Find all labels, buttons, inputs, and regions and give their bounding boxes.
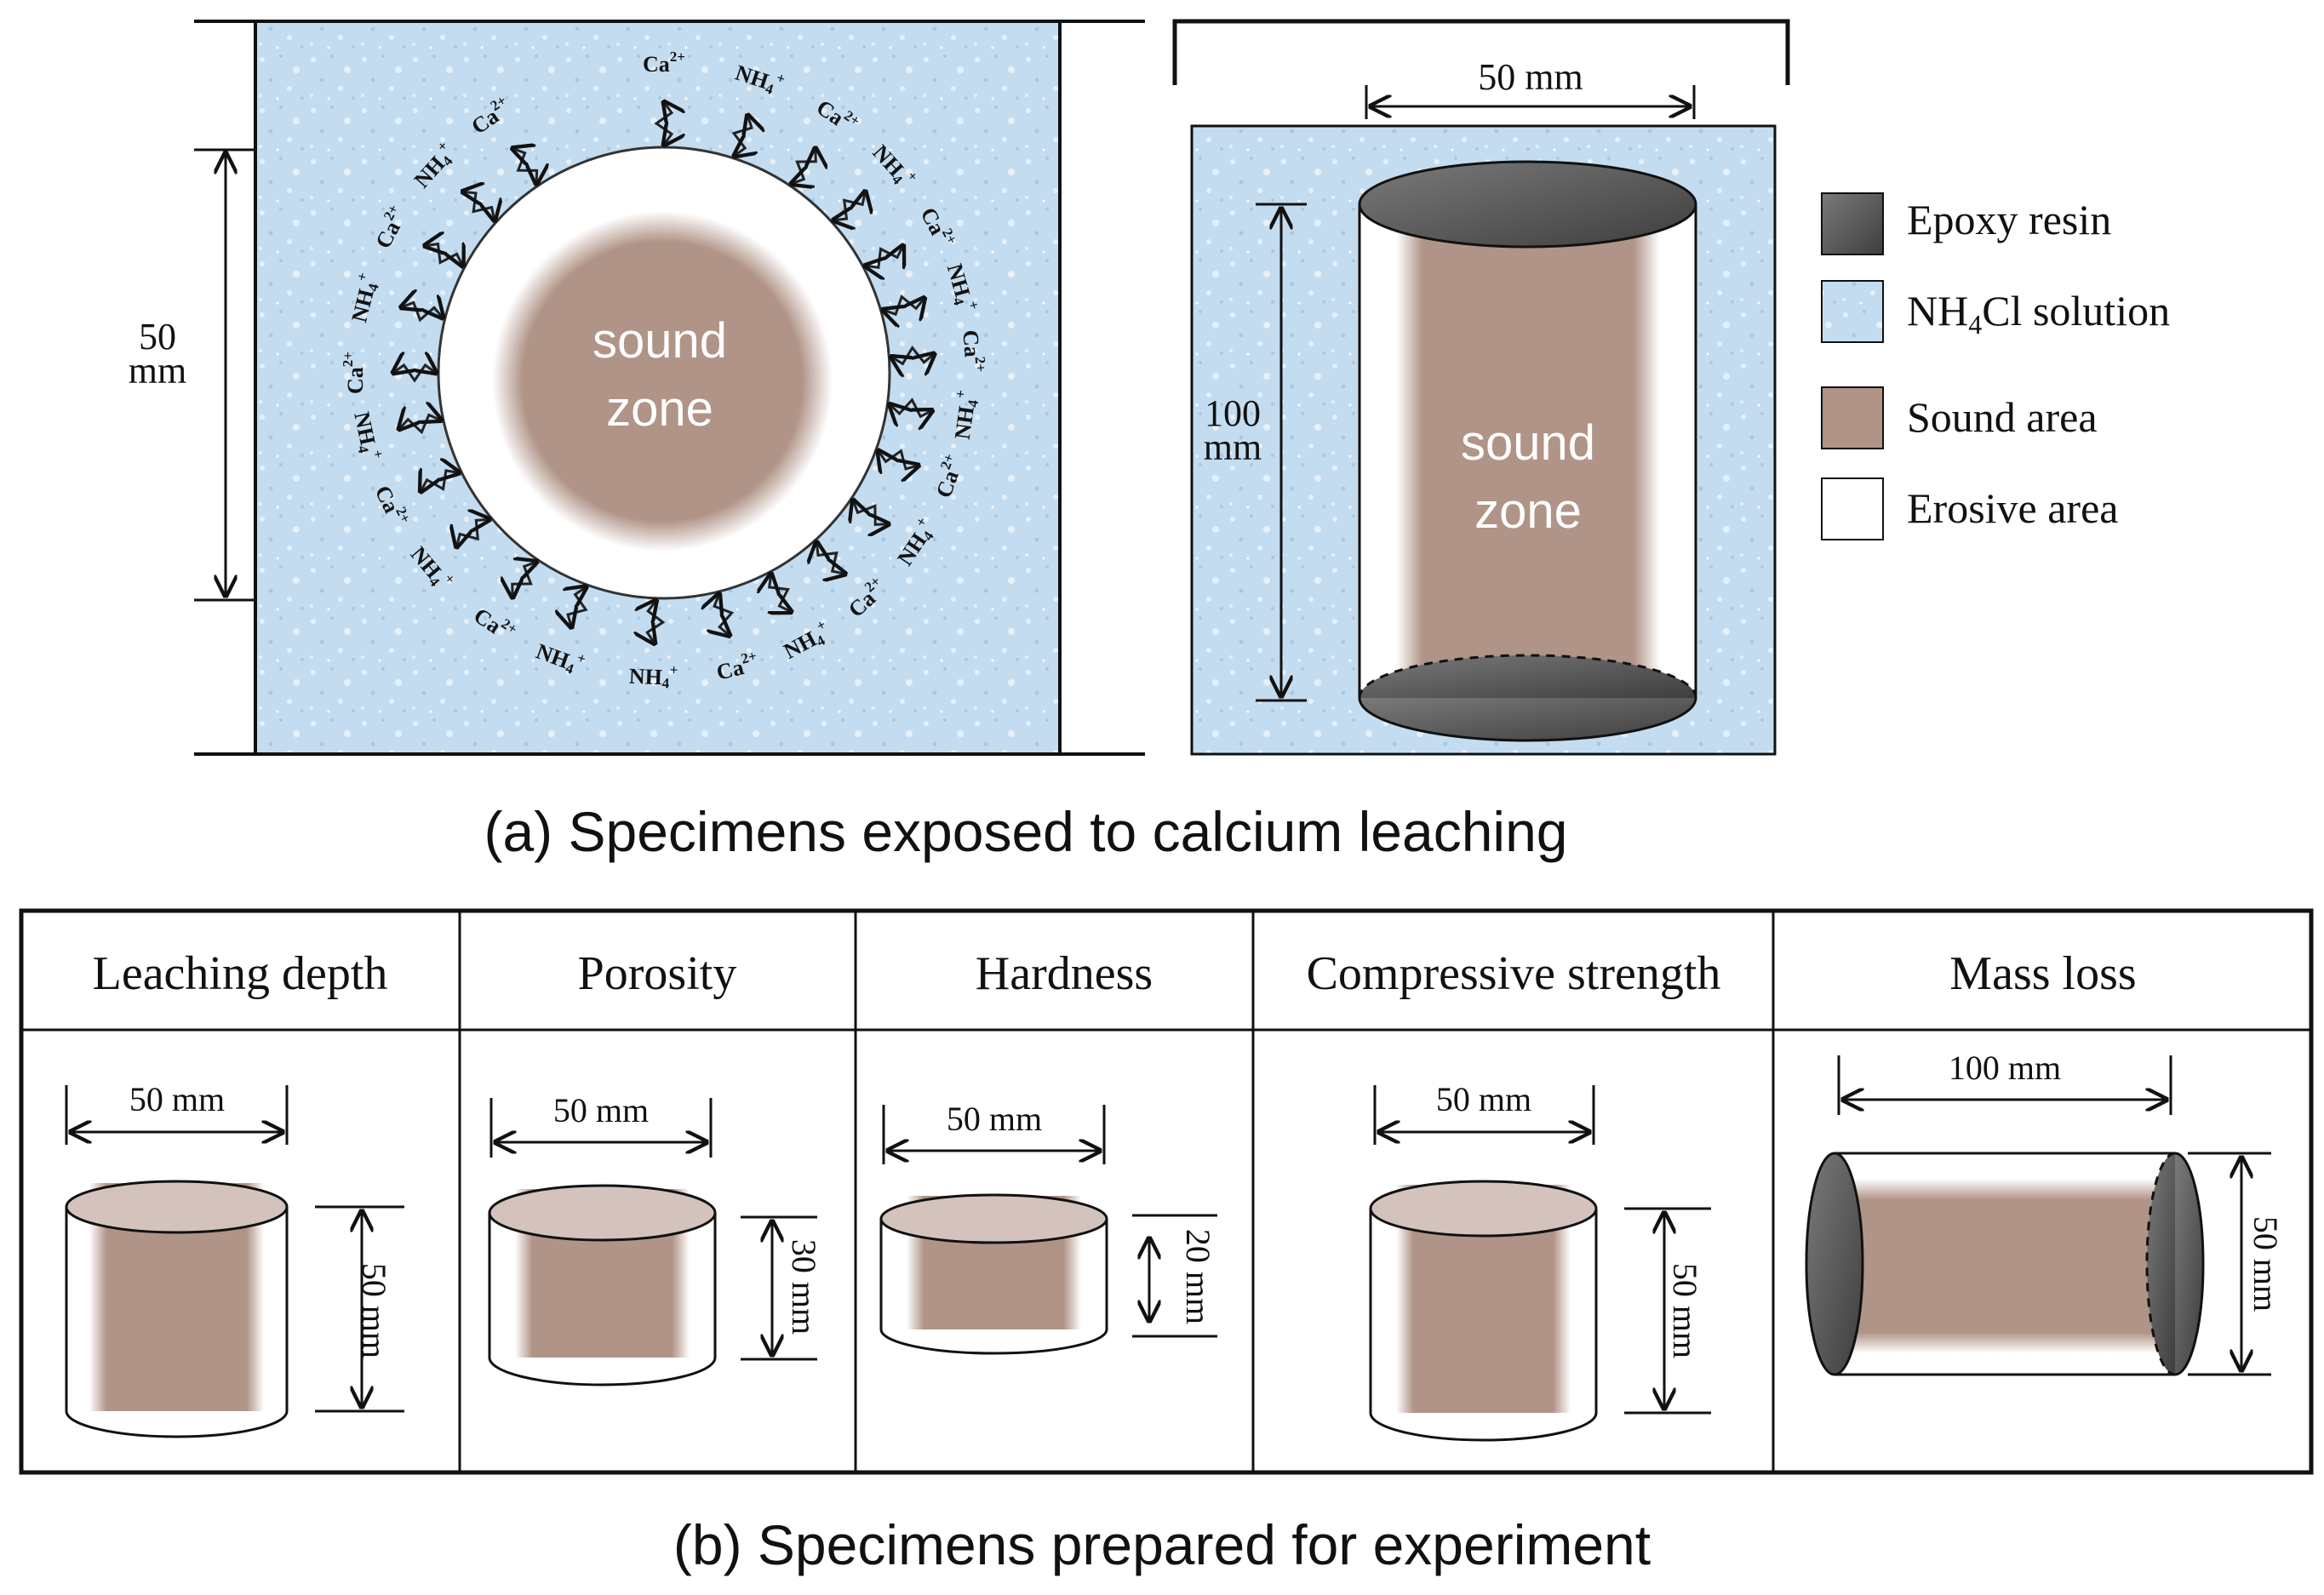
legend-label-sound: Sound area	[1907, 393, 2098, 441]
cylinder-width-label: 50 mm	[1478, 56, 1583, 98]
width-label: 50 mm	[1436, 1080, 1531, 1118]
header-hardness: Hardness	[976, 947, 1153, 1000]
diffusion-arrow	[463, 192, 495, 220]
sound-core-circle	[492, 211, 833, 552]
legend-swatch-epoxy	[1821, 192, 1884, 255]
cylinder-sound-label-line2: zone	[1474, 483, 1582, 539]
diffusion-arrow	[770, 575, 792, 612]
container-rim	[1172, 19, 1790, 85]
dim-value: 50	[139, 316, 176, 357]
legend-swatch-erosive	[1821, 477, 1884, 540]
diffusion-arrow	[714, 594, 732, 636]
specimen-leaching-depth: 50 mm 50 mm	[65, 1080, 404, 1438]
cylinder-height-unit: mm	[1204, 426, 1262, 468]
right-cap-hidden	[2145, 1152, 2176, 1376]
sound-zone-label-line1: sound	[592, 313, 727, 369]
diffusion-arrow	[890, 397, 932, 417]
diffusion-arrow	[647, 601, 666, 643]
width-label: 50 mm	[947, 1100, 1042, 1138]
width-label: 50 mm	[129, 1080, 225, 1118]
diffusion-arrow	[421, 471, 459, 492]
panel-b: Leaching depth Porosity Hardness Compres…	[19, 908, 2314, 1576]
width-label: 50 mm	[553, 1091, 649, 1129]
caption-a: (a) Specimens exposed to calcium leachin…	[484, 800, 1568, 863]
header-compressive-strength: Compressive strength	[1307, 947, 1721, 1000]
cylinder-top-face	[879, 1193, 1108, 1244]
caption-b: (b) Specimens prepared for experiment	[673, 1513, 1651, 1576]
cylinder-sound-core	[1843, 1179, 2167, 1353]
diffusion-arrow	[568, 587, 586, 627]
diffusion-arrow	[399, 415, 441, 435]
cylinder-height-value: 100	[1205, 392, 1261, 434]
legend-swatch-solution	[1821, 280, 1884, 343]
legend-swatch-sound	[1821, 386, 1884, 449]
cylinder-bottom-cap	[1358, 697, 1697, 742]
header-porosity: Porosity	[578, 947, 737, 1000]
diffusion-arrow	[734, 116, 752, 157]
cylinder-outline	[879, 1219, 1108, 1355]
ion-label: Ca2+	[340, 352, 368, 394]
diffusion-arrow	[792, 148, 816, 183]
cylinder-sound-label-line1: sound	[1461, 415, 1595, 471]
diffusion-arrow	[866, 246, 903, 268]
height-label: 50 mm	[355, 1263, 393, 1358]
cylinder-outline	[1369, 1209, 1598, 1442]
height-label: 20 mm	[1179, 1229, 1217, 1324]
specimen-compressive-strength: 50 mm 50 mm	[1369, 1080, 1711, 1442]
diffusion-arrow	[891, 345, 934, 364]
right-cap	[2174, 1152, 2205, 1376]
legend: Epoxy resin NH4Cl solution Sound area Er…	[1821, 192, 2170, 540]
panel-a: 50 mm sound zone Ca2+ NH4+ Ca2+ NH4+ Ca2+ NH4…	[129, 19, 2170, 863]
diffusion-arrow	[401, 302, 443, 319]
cylinder-view: 50 mm 100 mm sound zone	[1172, 19, 1790, 756]
cross-section-view: 50 mm sound zone Ca2+NH4+Ca2+NH4+Ca2+NH4…	[129, 20, 1145, 756]
cylinder-top-face	[1369, 1180, 1598, 1238]
height-label: 30 mm	[785, 1239, 823, 1335]
dim-unit: mm	[129, 350, 186, 392]
legend-label-epoxy: Epoxy resin	[1907, 196, 2111, 243]
diffusion-arrow	[884, 297, 924, 315]
width-label: 100 mm	[1949, 1049, 2061, 1087]
diffusion-arrow	[833, 192, 865, 220]
diffusion-arrow	[816, 542, 845, 574]
specimen-hardness: 50 mm 20 mm	[879, 1100, 1217, 1355]
header-leaching-depth: Leaching depth	[93, 947, 388, 1000]
diffusion-arrow	[512, 148, 536, 183]
diffusion-arrow	[512, 562, 536, 597]
ion-label: Ca2+	[643, 49, 685, 77]
diffusion-arrow	[425, 244, 462, 266]
cylinder-outline	[65, 1207, 289, 1438]
cylinder-top-face	[65, 1180, 289, 1234]
ion-label: NH4+	[947, 389, 983, 442]
height-label: 50 mm	[1666, 1263, 1704, 1358]
diffusion-arrow	[393, 365, 436, 383]
sound-zone-label-line2: zone	[606, 381, 713, 437]
header-mass-loss: Mass loss	[1949, 947, 2136, 1000]
ion-label: Ca2+	[958, 329, 988, 374]
legend-label-solution: NH4Cl solution	[1907, 287, 2170, 340]
specimen-porosity: 50 mm 30 mm	[488, 1091, 823, 1386]
ion-label: NH4+	[628, 660, 678, 692]
cylinder-outline	[488, 1213, 717, 1386]
legend-label-erosive: Erosive area	[1907, 484, 2118, 532]
diffusion-arrow	[456, 519, 489, 546]
height-label: 50 mm	[2247, 1216, 2285, 1312]
diffusion-arrow	[654, 102, 672, 145]
left-cap	[1805, 1152, 1864, 1376]
cylinder-sound-core	[1396, 217, 1660, 689]
cylinder-bottom-cap-hidden	[1358, 654, 1697, 699]
cylinder-top-face	[488, 1184, 717, 1242]
diffusion-arrow	[853, 500, 888, 524]
specimen-mass-loss: 100 mm 50 mm	[1805, 1049, 2285, 1376]
diffusion-arrow	[879, 451, 919, 469]
cylinder-top-cap	[1358, 160, 1697, 249]
